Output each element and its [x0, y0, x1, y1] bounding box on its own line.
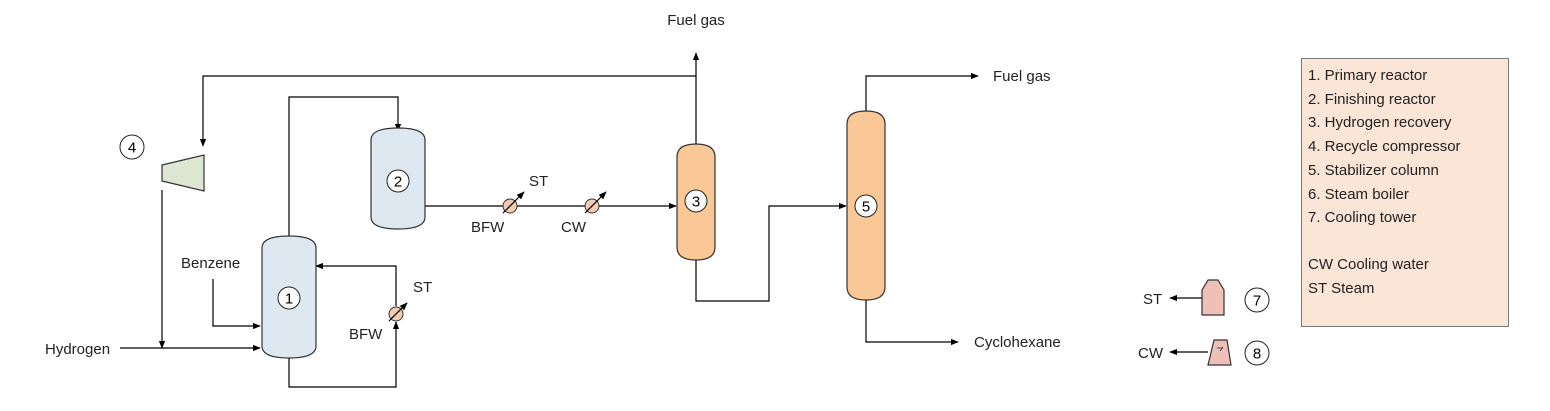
- reactor1-loop-up-line: [288, 321, 400, 388]
- fuel-gas-right-line: [865, 72, 979, 113]
- unit-marker-2: 2: [386, 169, 410, 193]
- svg-text:7: 7: [1253, 293, 1261, 310]
- steam-boiler-icon: [1201, 279, 1225, 316]
- column3-to-column5-line: [695, 202, 847, 302]
- heat-exchanger-cooler: [584, 191, 607, 214]
- bfw-label-steam-generator: BFW: [471, 219, 505, 236]
- st-label-steam-generator: ST: [529, 173, 548, 190]
- hydrogen-label: Hydrogen: [45, 341, 110, 358]
- cyclohexane-line: [865, 298, 959, 346]
- legend-box: 1. Primary reactor 2. Finishing reactor …: [1301, 58, 1509, 327]
- heat-exchanger-reactor1-loop: [388, 302, 408, 322]
- st-label-reactor-loop: ST: [413, 279, 432, 296]
- legend-item: 3. Hydrogen recovery: [1308, 114, 1452, 132]
- svg-text:4: 4: [128, 140, 136, 157]
- svg-text:8: 8: [1253, 346, 1261, 363]
- heat-exchanger-steam-generator: [502, 191, 525, 214]
- unit-marker-8: 8: [1244, 340, 1270, 366]
- unit-marker-7: 7: [1244, 287, 1270, 313]
- unit-marker-4: 4: [119, 134, 145, 160]
- benzene-feed-line: [212, 279, 261, 330]
- svg-text:3: 3: [692, 194, 700, 211]
- reactor1-to-reactor2-line: [288, 96, 402, 238]
- unit-marker-5: 5: [854, 194, 878, 218]
- cw-label-cooler: CW: [561, 219, 587, 236]
- legend-item: 2. Finishing reactor: [1308, 90, 1436, 108]
- bfw-label-reactor-loop: BFW: [349, 326, 383, 343]
- svg-text:5: 5: [862, 199, 870, 216]
- legend-abbreviation: ST Steam: [1308, 279, 1375, 297]
- legend-item: 1. Primary reactor: [1308, 67, 1428, 84]
- unit-marker-3: 3: [684, 189, 708, 213]
- legend-item: 5. Stabilizer column: [1308, 161, 1439, 179]
- cw-utility-label: CW: [1138, 345, 1164, 362]
- recycle-compressor: [161, 154, 205, 192]
- recycle-gas-line: [199, 75, 697, 147]
- reactor1-loop-return-line: [315, 262, 397, 306]
- svg-text:1: 1: [285, 291, 293, 308]
- legend-abbreviation: CW Cooling water: [1308, 255, 1429, 273]
- fuel-gas-top-label: Fuel gas: [667, 12, 725, 29]
- legend-item: 4. Recycle compressor: [1308, 138, 1461, 156]
- fuel-gas-right-label: Fuel gas: [993, 68, 1051, 85]
- legend-item: 7. Cooling tower: [1308, 209, 1417, 227]
- st-utility-label: ST: [1143, 291, 1162, 308]
- cooling-tower-icon: [1207, 339, 1232, 366]
- unit-marker-1: 1: [277, 286, 301, 310]
- svg-text:2: 2: [394, 174, 402, 191]
- legend-item: 6. Steam boiler: [1308, 185, 1409, 203]
- benzene-label: Benzene: [181, 255, 240, 272]
- cyclohexane-label: Cyclohexane: [974, 334, 1061, 351]
